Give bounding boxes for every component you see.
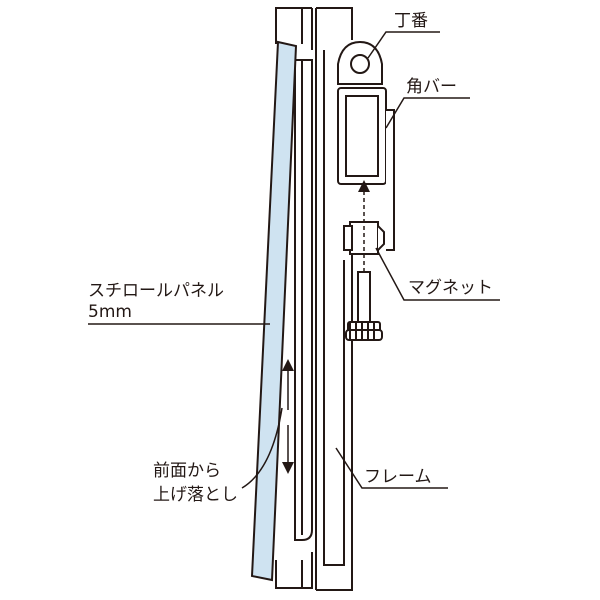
front-drop-label-line2: 上げ落とし [153, 485, 238, 505]
hinge-leader [367, 31, 440, 59]
magnet-label: マグネット [408, 278, 493, 298]
hinge-pin-icon [350, 54, 370, 74]
square-bar-label: 角バー [406, 77, 457, 97]
frame-label: フレーム [364, 467, 432, 487]
square-bar-leader [385, 97, 470, 129]
front-drop-leader [241, 407, 283, 489]
styrofoam-panel-label: スチロールパネル [88, 281, 224, 301]
front-drop-label-line1: 前面から [153, 461, 221, 481]
styrofoam-panel [250, 40, 298, 582]
leader-lines [88, 31, 500, 489]
styrofoam-panel-thickness: 5mm [88, 302, 132, 322]
frame-leader [335, 447, 448, 489]
square-bar [337, 87, 395, 251]
hinge-label: 丁番 [394, 11, 428, 31]
magnet-leader [375, 247, 500, 301]
frame-outer [275, 7, 353, 591]
knob-screw [345, 271, 383, 341]
